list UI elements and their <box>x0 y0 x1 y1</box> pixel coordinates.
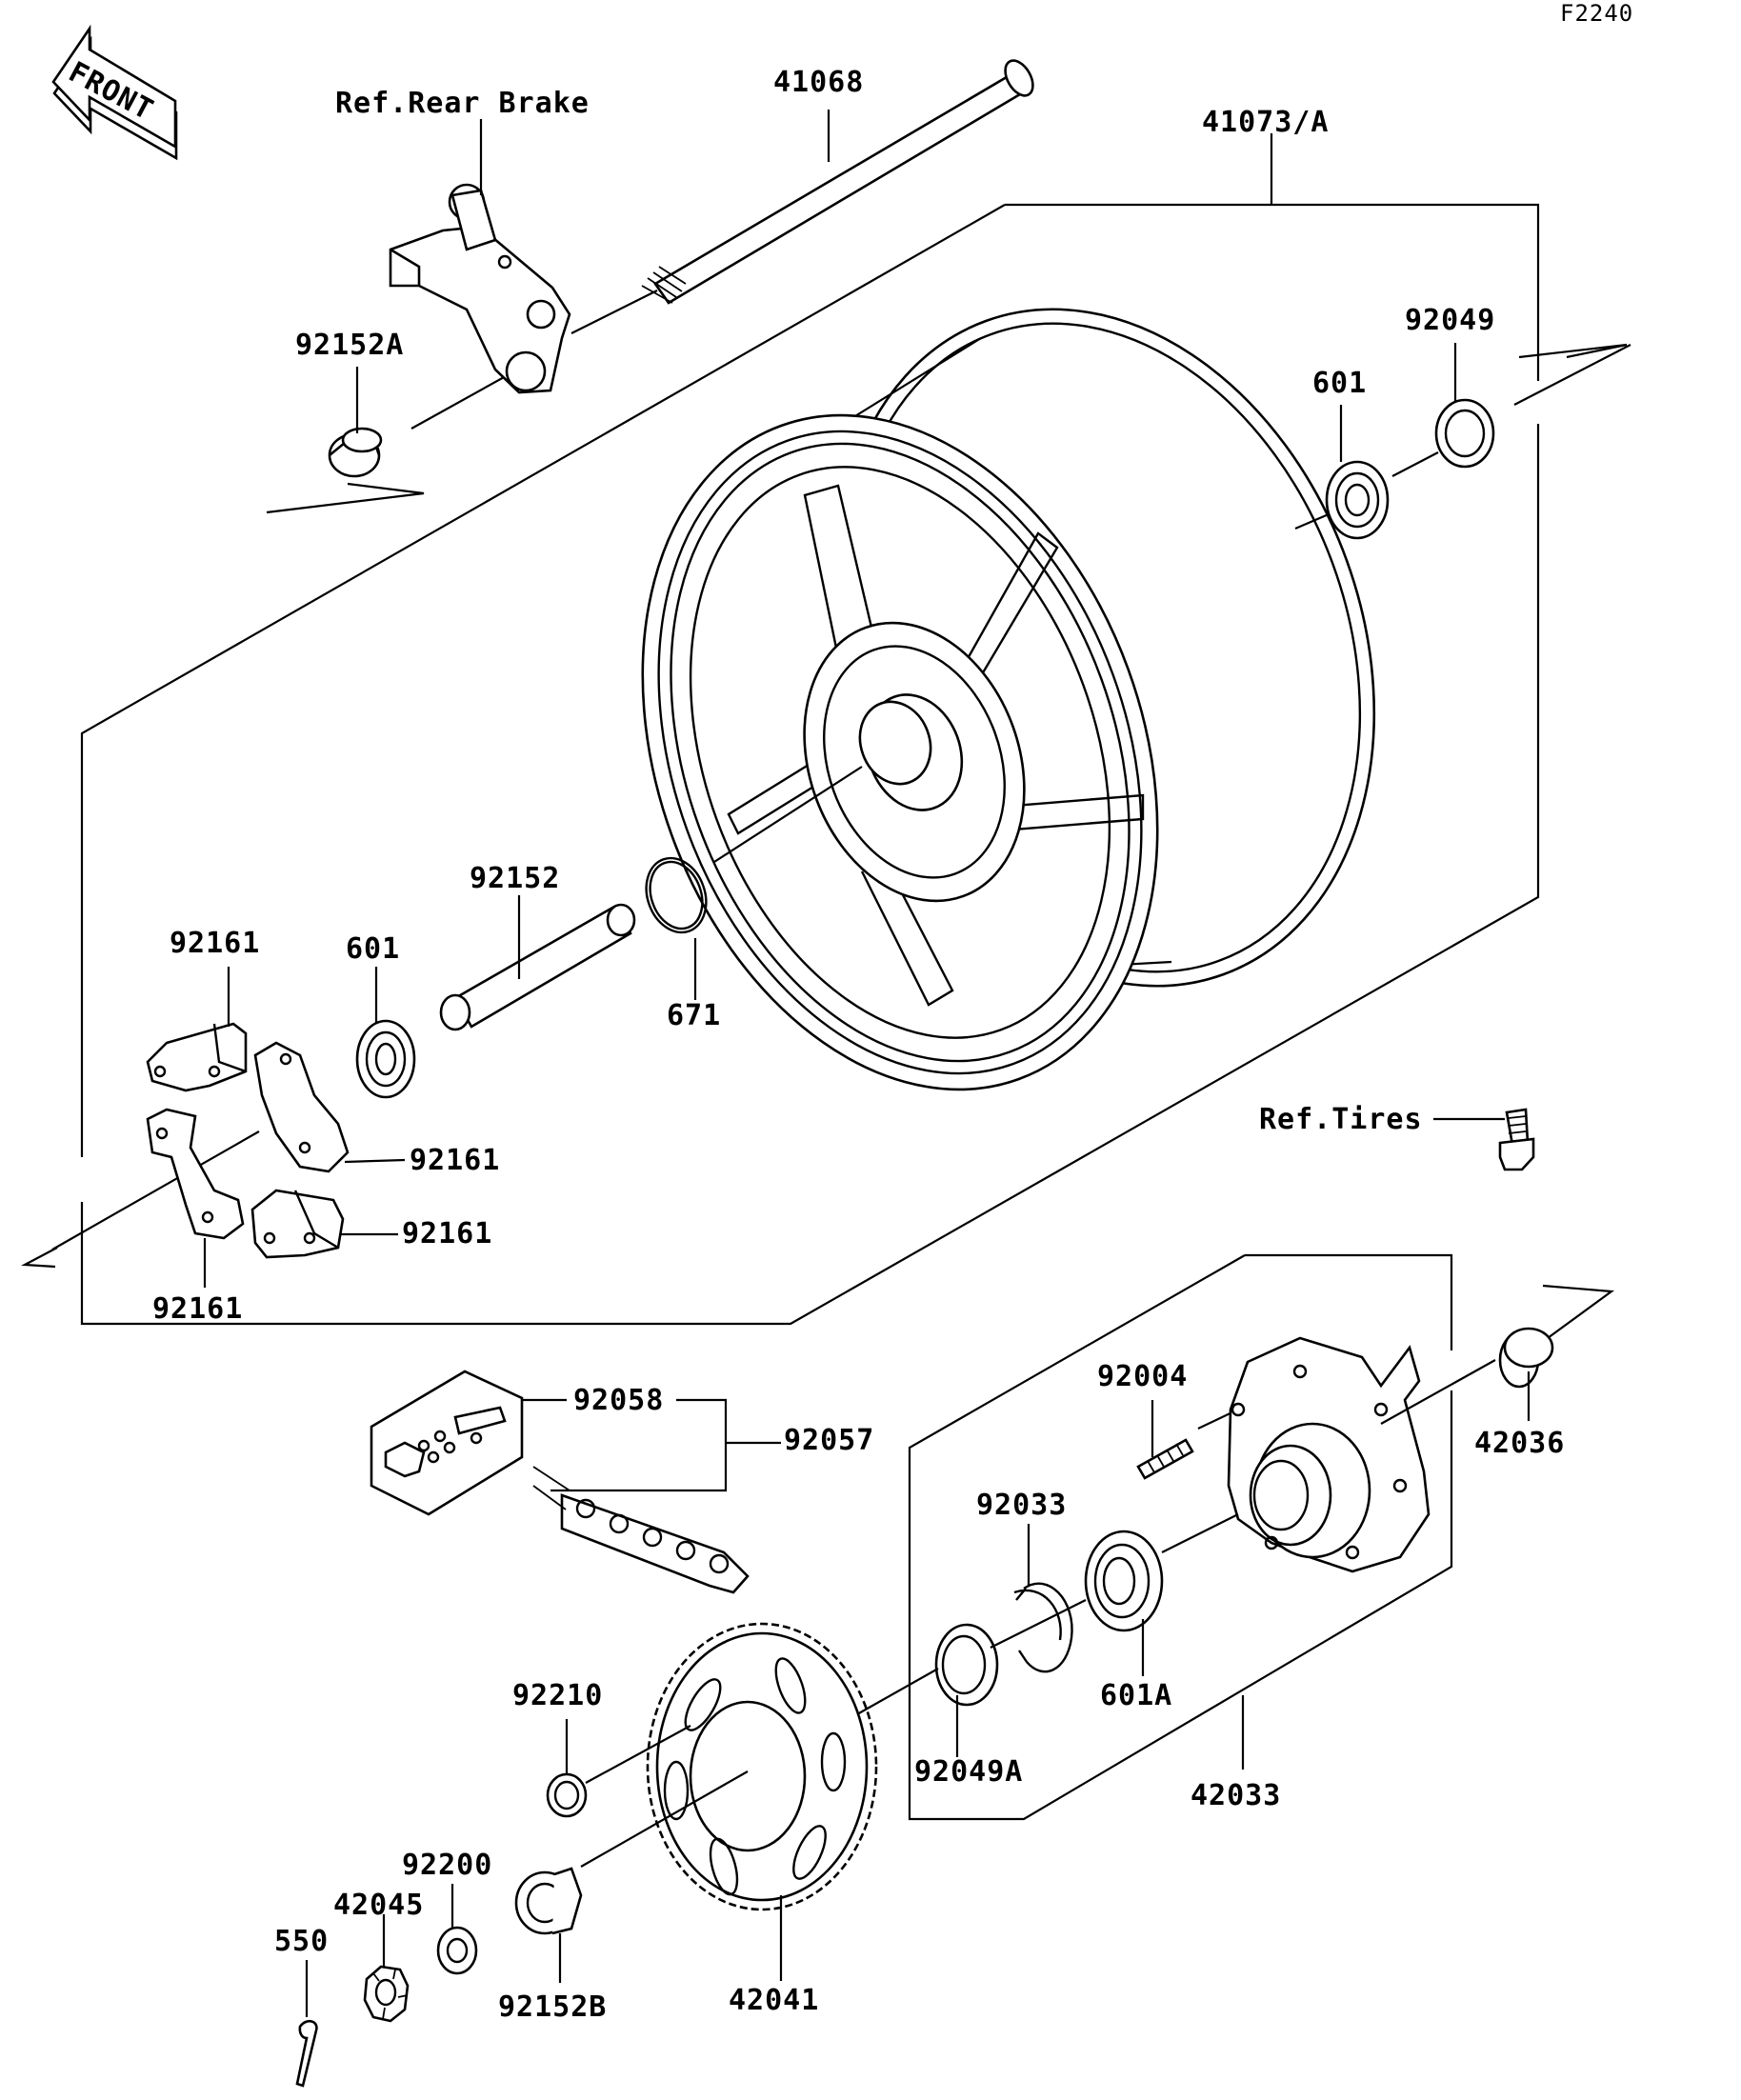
axis-line-left-upper <box>266 482 425 514</box>
label-92161-mid: 92161 <box>410 1144 500 1177</box>
label-92152B: 92152B <box>498 1990 607 2024</box>
label-92161-right: 92161 <box>402 1217 492 1250</box>
label-92057: 92057 <box>784 1424 874 1457</box>
leader-92058 <box>522 1398 728 1492</box>
label-92058: 92058 <box>573 1384 664 1417</box>
hub-assembly-frame <box>908 1253 1453 1821</box>
label-42033: 42033 <box>1191 1779 1281 1812</box>
leader-601-right <box>1294 405 1343 530</box>
leader-92049A <box>955 1599 1087 1757</box>
stud-92004 <box>1136 1438 1194 1480</box>
bearing-601A <box>1084 1530 1164 1632</box>
cotter-pin-550 <box>295 2019 318 2088</box>
label-671: 671 <box>667 999 721 1032</box>
label-92004: 92004 <box>1097 1360 1188 1393</box>
rear-wheel-41073A <box>641 308 1376 1091</box>
castle-nut-42045 <box>363 1965 410 2023</box>
tire-valve <box>1498 1108 1535 1171</box>
leader-92049 <box>1391 343 1457 477</box>
wheel-assembly-frame <box>80 203 1540 1326</box>
label-92152: 92152 <box>470 862 560 895</box>
leader-601A <box>1141 1513 1239 1676</box>
label-92033: 92033 <box>976 1489 1067 1522</box>
damper-92161-right <box>250 1189 345 1259</box>
axis-line-right-lower <box>1542 1284 1615 1339</box>
collar-92152 <box>439 903 636 1031</box>
label-92210: 92210 <box>512 1679 603 1712</box>
damper-92161-left <box>146 1108 245 1240</box>
diagram-code: F2240 <box>1560 0 1633 27</box>
oil-seal-92049A <box>934 1623 999 1707</box>
label-42036: 42036 <box>1474 1427 1565 1460</box>
bearing-601-left <box>355 1019 416 1099</box>
label-ref-rear-brake: Ref.Rear Brake <box>335 87 590 120</box>
label-92049: 92049 <box>1405 304 1495 337</box>
axis-line-left-lower <box>21 1130 260 1269</box>
damper-92161-mid <box>253 1041 350 1173</box>
collar-42036 <box>1498 1327 1554 1389</box>
label-550: 550 <box>274 1925 329 1958</box>
sprocket-coupling-42033 <box>1227 1336 1431 1573</box>
axle-41068 <box>410 59 1034 430</box>
rear-sprocket-42041 <box>580 1622 939 1911</box>
label-601-left: 601 <box>346 932 400 966</box>
rear-brake-bracket <box>389 183 571 394</box>
bearing-601-right <box>1325 460 1390 540</box>
nut-92210 <box>546 1725 691 1818</box>
chain-joint-92058 <box>370 1370 524 1516</box>
collar-92152B <box>514 1867 583 1935</box>
label-601A: 601A <box>1100 1679 1172 1712</box>
oil-seal-92049 <box>1434 398 1495 469</box>
front-arrow-icon: FRONT <box>51 24 178 161</box>
leader-92004 <box>1151 1400 1239 1457</box>
label-92152A: 92152A <box>295 329 404 362</box>
label-ref-tires: Ref.Tires <box>1259 1103 1423 1136</box>
label-92200: 92200 <box>402 1849 492 1882</box>
washer-92200 <box>436 1926 478 1975</box>
label-42045: 42045 <box>333 1889 424 1922</box>
axis-line-right-upper <box>1513 343 1631 406</box>
circlip-92033 <box>1013 1582 1073 1673</box>
leader-42036 <box>1380 1359 1531 1425</box>
label-92161-bottom: 92161 <box>152 1292 243 1326</box>
chain-92057 <box>532 1466 750 1594</box>
label-92049A: 92049A <box>914 1755 1023 1789</box>
label-92161-top: 92161 <box>170 927 260 960</box>
label-601-right: 601 <box>1312 367 1367 400</box>
label-42041: 42041 <box>729 1984 819 2017</box>
collar-92152A <box>328 427 383 478</box>
damper-92161-top <box>146 1022 248 1092</box>
leader-92161-mid <box>344 1158 406 1164</box>
label-41068: 41068 <box>773 66 864 99</box>
o-ring-671 <box>645 856 708 934</box>
label-41073A: 41073/A <box>1202 106 1329 139</box>
